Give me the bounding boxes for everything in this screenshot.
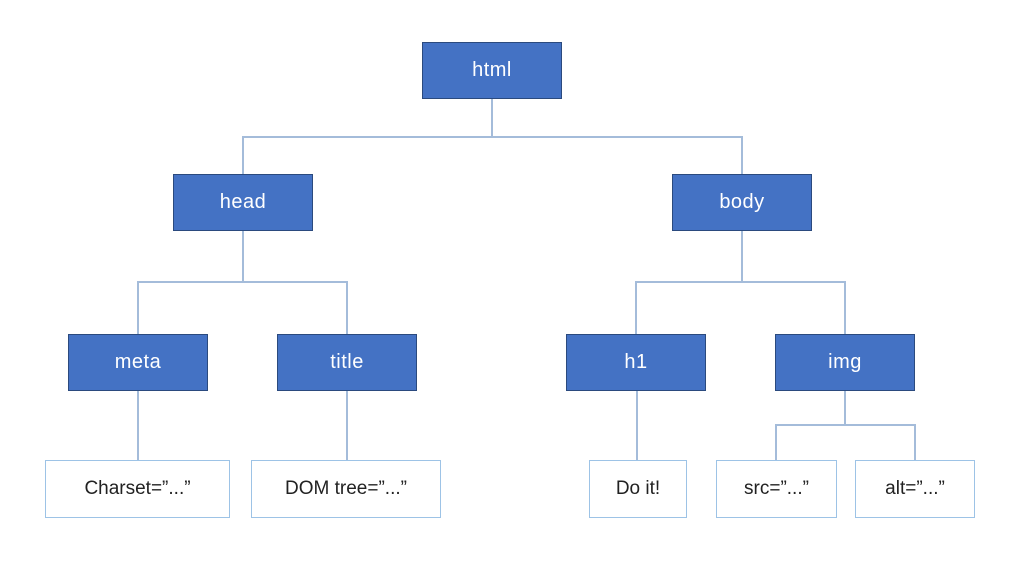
- connector-body-children-bar: [635, 281, 846, 283]
- connector-alt-drop: [914, 424, 916, 460]
- node-alt-attribute: alt=”...”: [855, 460, 975, 518]
- connector-src-drop: [775, 424, 777, 460]
- connector-img-drop: [844, 281, 846, 334]
- connector-charset-drop: [137, 391, 139, 460]
- node-h1-text-content: Do it!: [589, 460, 687, 518]
- connector-head-drop: [242, 136, 244, 174]
- connector-title-drop: [346, 281, 348, 334]
- node-img: img: [775, 334, 915, 391]
- connector-img-children-bar: [775, 424, 916, 426]
- connector-html-children-bar: [242, 136, 743, 138]
- node-head: head: [173, 174, 313, 231]
- connector-domtree-drop: [346, 391, 348, 460]
- connector-head-children-bar: [137, 281, 348, 283]
- connector-doit-drop: [636, 391, 638, 460]
- node-src-attribute: src=”...”: [716, 460, 837, 518]
- connector-body-stem: [741, 231, 743, 281]
- connector-img-stem: [844, 391, 846, 424]
- node-h1: h1: [566, 334, 706, 391]
- node-meta: meta: [68, 334, 208, 391]
- node-domtree-attribute: DOM tree=”...”: [251, 460, 441, 518]
- connector-meta-drop: [137, 281, 139, 334]
- node-html: html: [422, 42, 562, 99]
- connector-head-stem: [242, 231, 244, 281]
- node-body: body: [672, 174, 812, 231]
- connector-body-drop: [741, 136, 743, 174]
- connector-h1-drop: [635, 281, 637, 334]
- node-title: title: [277, 334, 417, 391]
- node-charset-attribute: Charset=”...”: [45, 460, 230, 518]
- connector-html-stem: [491, 99, 493, 137]
